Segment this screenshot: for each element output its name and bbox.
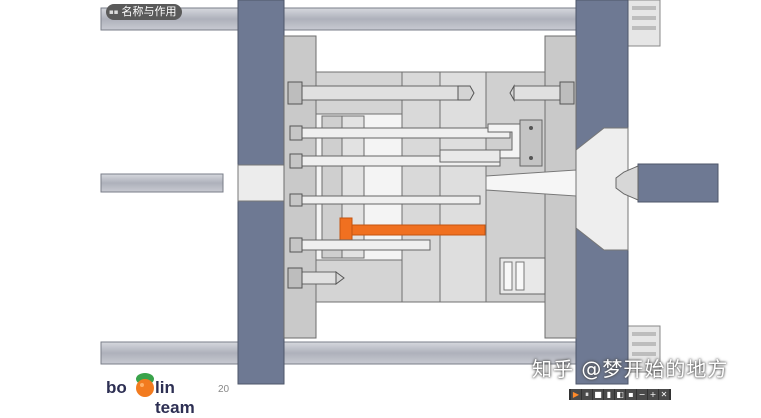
nut-thread (632, 342, 656, 346)
return-pin-1 (299, 127, 511, 139)
watermark-text: 知乎 @梦开始的地方 (532, 357, 729, 381)
close-icon[interactable]: ✕ (659, 389, 669, 400)
nut-thread (632, 26, 656, 30)
right-screw-shank (513, 85, 565, 101)
pin-hole (529, 156, 533, 160)
bottom-screw-head (287, 267, 303, 289)
right-screw-head (559, 81, 575, 105)
bottom-screw-shank (299, 271, 337, 285)
core-plate (439, 71, 487, 303)
injection-barrel (637, 163, 719, 203)
return-pin-4 (299, 239, 431, 251)
bottom-screw-tip (335, 271, 345, 285)
top-screw-shank (299, 85, 471, 101)
logo-text-left: bo (106, 378, 127, 397)
return-pin-1-head (289, 125, 303, 141)
support-plate (401, 71, 441, 303)
logo-suffix: 20 (218, 384, 230, 395)
moving-clamp-plate (283, 35, 317, 339)
platen-bore (237, 164, 285, 202)
name-function-button[interactable]: ▪▪ 名称与作用 (106, 4, 182, 20)
marker-icon[interactable]: ▪ (626, 389, 636, 400)
playback-controls: ▶⏸■▮◧▪−+✕ (569, 389, 671, 400)
pin-hole (529, 126, 533, 130)
injection-nozzle (615, 165, 639, 201)
carrot-icon (136, 373, 154, 397)
sprue-channel (485, 169, 577, 197)
leader-pin (439, 149, 501, 163)
logo-text-right: lin team (155, 378, 195, 417)
nut-thread (632, 6, 656, 10)
tie-bar-top (100, 7, 642, 31)
return-pin-2-head (289, 153, 303, 169)
ejector-rod (100, 173, 224, 193)
top-screw-tip (457, 85, 475, 101)
ejector-pin-3 (299, 195, 481, 205)
insert-slot (515, 261, 525, 291)
nut-thread (632, 16, 656, 20)
right-screw-tip (509, 84, 515, 102)
highlighted-ejector-pin (349, 224, 486, 236)
nut-thread (632, 332, 656, 336)
nut-thread (632, 352, 656, 356)
highlighted-ejector-pin-head (339, 217, 353, 243)
insert-slot (503, 261, 513, 291)
pause-icon[interactable]: ⏸ (582, 389, 592, 400)
return-pin-4-head (289, 237, 303, 253)
name-function-label: 名称与作用 (121, 5, 177, 18)
frame-icon[interactable]: ◧ (615, 389, 625, 400)
plus-icon[interactable]: + (648, 389, 658, 400)
ejector-pin-3-head (289, 193, 303, 207)
menu-icon: ▪▪ (109, 8, 119, 16)
play-icon[interactable]: ▶ (571, 389, 581, 400)
stop-icon[interactable]: ■ (593, 389, 603, 400)
minus-icon[interactable]: − (637, 389, 647, 400)
ejector-housing-bottom (315, 259, 403, 303)
mold-animation-canvas (100, 0, 719, 385)
step-icon[interactable]: ▮ (604, 389, 614, 400)
top-screw-head (287, 81, 303, 105)
guide-pin-block (519, 119, 543, 167)
